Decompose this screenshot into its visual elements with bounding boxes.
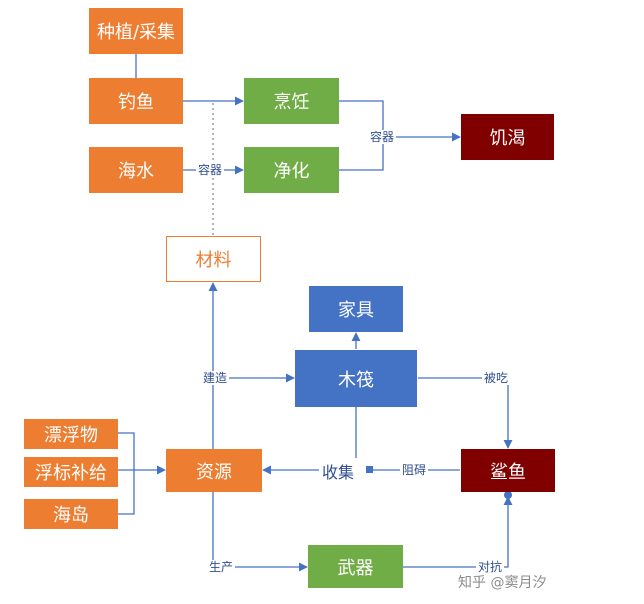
label-fight: 对抗 — [476, 560, 505, 574]
node-island: 海岛 — [24, 499, 118, 529]
edge-cooking-merge — [339, 100, 384, 137]
node-fishing: 钓鱼 — [89, 78, 183, 124]
node-materials: 材料 — [166, 236, 261, 282]
node-buoy: 浮标补给 — [24, 457, 118, 487]
label-eaten: 被吃 — [482, 371, 511, 385]
edge-resources-weapon — [212, 492, 308, 572]
node-weapon: 武器 — [308, 545, 403, 588]
node-seawater: 海水 — [89, 147, 183, 193]
node-furniture: 家具 — [309, 286, 403, 332]
node-drift: 漂浮物 — [24, 419, 118, 449]
edge-drift — [118, 432, 135, 470]
node-raft: 木筏 — [295, 350, 417, 407]
edge-raft-shark — [418, 377, 513, 449]
label-build: 建造 — [201, 371, 230, 385]
node-shark: 鲨鱼 — [461, 449, 555, 492]
block-marker — [366, 466, 373, 473]
label-produce: 生产 — [207, 560, 236, 574]
watermark: 知乎 @窦月汐 — [458, 575, 547, 591]
edge-island — [118, 470, 135, 515]
fight-marker — [504, 491, 512, 499]
node-hunger: 饥渴 — [461, 114, 554, 160]
node-purify: 净化 — [244, 147, 339, 193]
label-block: 阻碍 — [400, 463, 429, 477]
node-planting: 种植/采集 — [89, 8, 183, 54]
node-cooking: 烹饪 — [244, 78, 339, 124]
node-resources: 资源 — [166, 449, 262, 492]
label-container-2: 容器 — [196, 163, 225, 177]
label-collect: 收集 — [319, 459, 358, 483]
label-container-1: 容器 — [368, 130, 397, 144]
edge-weapon-shark — [403, 496, 513, 568]
edge-purify-merge — [339, 137, 384, 171]
